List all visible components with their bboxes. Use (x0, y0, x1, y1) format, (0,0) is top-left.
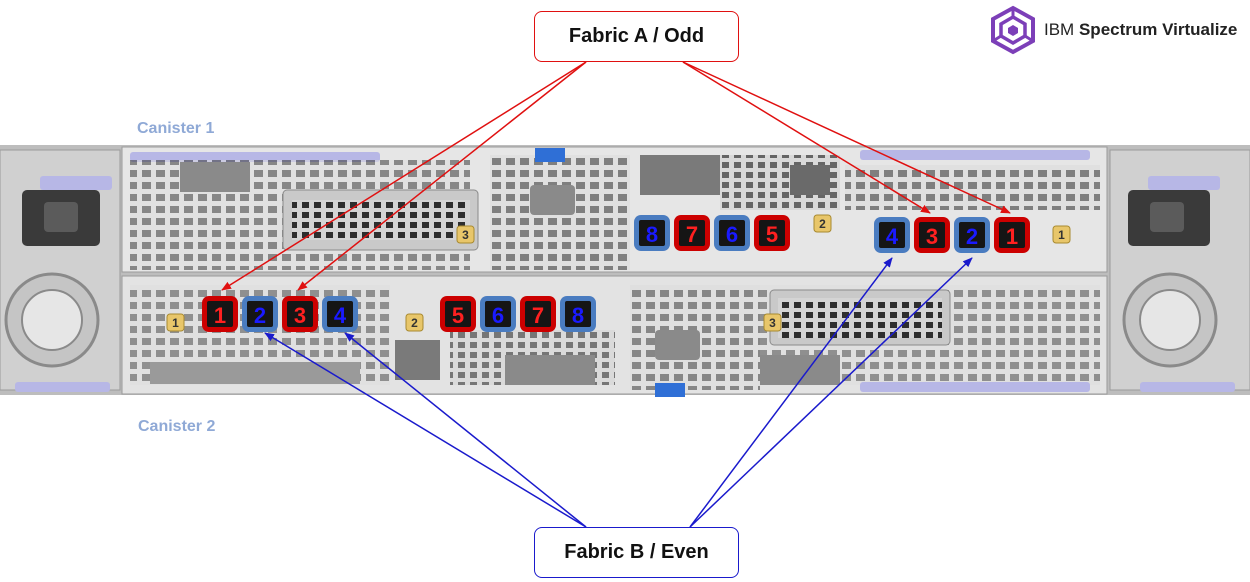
arrow-b-c1-port2 (689, 257, 973, 528)
canister1-slot1-port-3: 3 (914, 217, 950, 253)
svg-text:4: 4 (886, 224, 899, 249)
svg-text:1: 1 (214, 303, 226, 328)
canister2-slot1-port-1: 1 (202, 296, 238, 332)
canister2-slot2-port-8: 8 (560, 296, 596, 332)
canister1-slot2-port-8: 8 (634, 215, 670, 251)
canister1-slot-1-badge: 1 (1052, 225, 1071, 244)
svg-text:2: 2 (966, 224, 978, 249)
brand-logo: IBM Spectrum Virtualize (988, 4, 1237, 56)
canister1-slot1-port-2: 2 (954, 217, 990, 253)
canister1-slot2-port-5: 5 (754, 215, 790, 251)
logo-brand: IBM (1044, 20, 1075, 39)
svg-text:6: 6 (492, 303, 504, 328)
arrow-a-c1-port1 (682, 61, 1011, 214)
canister1-slot1-port-4: 4 (874, 217, 910, 253)
canister2-slot1-port-2: 2 (242, 296, 278, 332)
svg-text:5: 5 (452, 303, 464, 328)
top-canister-details (130, 148, 1100, 270)
svg-text:2: 2 (819, 217, 826, 231)
arrow-a-c2-port3 (297, 61, 587, 291)
svg-text:8: 8 (646, 222, 658, 247)
svg-text:7: 7 (686, 222, 698, 247)
canister2-slot-3-badge: 3 (763, 313, 782, 332)
arrow-b-c1-port4 (689, 257, 893, 528)
svg-text:1: 1 (172, 316, 179, 330)
svg-text:3: 3 (294, 303, 306, 328)
arrow-a-c2-port1 (221, 61, 587, 291)
ibm-spectrum-hexagon-icon (991, 5, 1035, 55)
svg-text:5: 5 (766, 222, 778, 247)
svg-text:4: 4 (334, 303, 347, 328)
logo-product: Spectrum Virtualize (1078, 20, 1238, 39)
canister1-slot1-port-1: 1 (994, 217, 1030, 253)
fabric-b-arrows (264, 257, 973, 528)
psu-left (0, 149, 121, 392)
canister-2-label: Canister 2 (138, 418, 216, 435)
fabric-a-arrows (221, 61, 1011, 291)
canister2-slot-2-badge: 2 (405, 313, 424, 332)
canister1-slot-3-badge: 3 (456, 225, 475, 244)
svg-text:3: 3 (926, 224, 938, 249)
svg-text:1: 1 (1058, 228, 1065, 242)
svg-text:7: 7 (532, 303, 544, 328)
fabric-a-box: Fabric A / Odd (534, 11, 739, 62)
canister2-slot1-port-3: 3 (282, 296, 318, 332)
psu-right (1109, 149, 1250, 392)
ports-layer: 3 2 8 7 6 5 1 4 3 2 1 1 1 2 3 4 2 5 6 7 8 3 (166, 214, 1071, 332)
svg-text:3: 3 (769, 316, 776, 330)
canister1-slot2-port-6: 6 (714, 215, 750, 251)
canister2-slot1-port-4: 4 (322, 296, 358, 332)
fabric-b-box: Fabric B / Even (534, 527, 739, 578)
svg-text:2: 2 (411, 316, 418, 330)
canister2-slot2-port-6: 6 (480, 296, 516, 332)
canister-1-label: Canister 1 (137, 120, 215, 137)
arrow-b-c2-port4 (344, 332, 587, 528)
svg-text:6: 6 (726, 222, 738, 247)
canister2-slot-1-badge: 1 (166, 313, 185, 332)
svg-text:2: 2 (254, 303, 266, 328)
svg-text:1: 1 (1006, 224, 1018, 249)
svg-text:3: 3 (462, 228, 469, 242)
canister1-slot2-port-7: 7 (674, 215, 710, 251)
arrow-b-c2-port2 (264, 332, 587, 528)
canister1-slot-2-badge: 2 (813, 214, 832, 233)
canister2-slot2-port-5: 5 (440, 296, 476, 332)
arrow-a-c1-port3 (682, 61, 931, 214)
canister2-slot2-port-7: 7 (520, 296, 556, 332)
svg-text:8: 8 (572, 303, 584, 328)
